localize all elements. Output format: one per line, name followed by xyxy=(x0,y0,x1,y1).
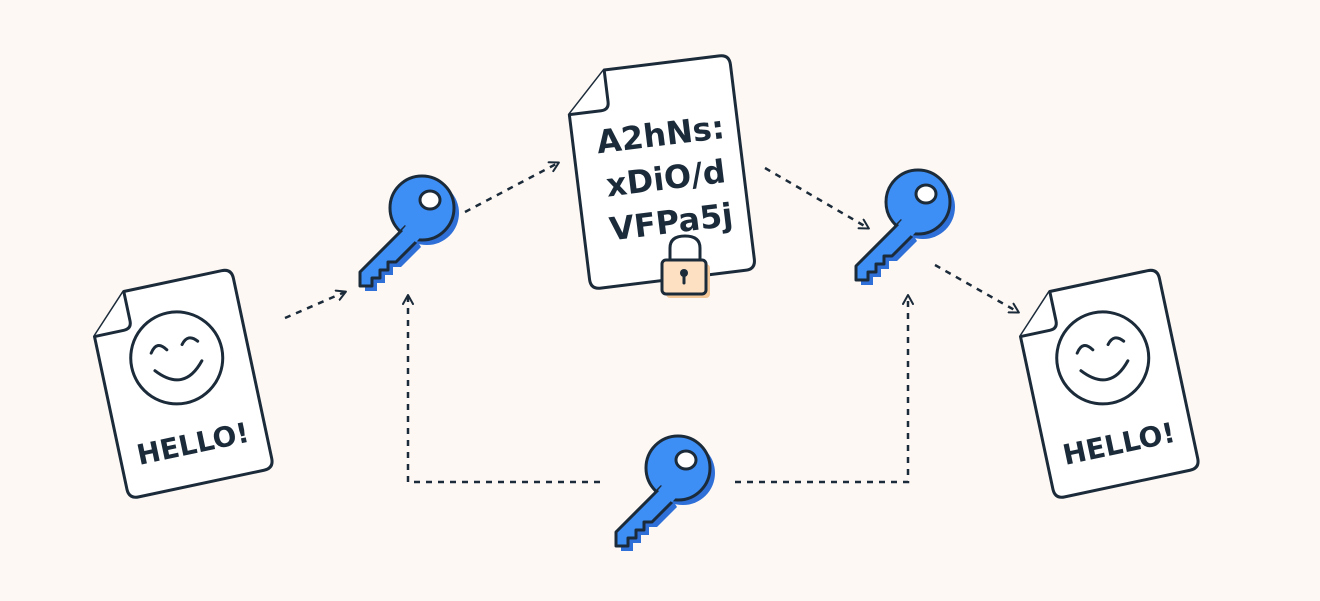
arrow-shared-key-to-decrypt-key xyxy=(735,294,914,484)
shared-key-icon xyxy=(616,436,715,551)
lock-icon xyxy=(660,234,710,298)
arrow-decrypt-key-to-plain xyxy=(934,263,1020,314)
arrow-shared-key-to-encrypt-key xyxy=(402,294,600,484)
encrypted-document: A2hNs: xDiO/d VFPa5j xyxy=(567,54,756,290)
plain-document-right: HELLO! xyxy=(1011,267,1202,501)
encryption-key-icon xyxy=(360,176,459,291)
connector-arrows xyxy=(284,161,1020,484)
arrow-encrypt-key-to-ciphertext xyxy=(464,161,560,214)
arrow-ciphertext-to-decrypt-key xyxy=(764,166,870,230)
plain-document-left: HELLO! xyxy=(85,267,276,501)
arrow-plain-to-encrypt-key xyxy=(284,289,347,320)
document-icon xyxy=(567,54,756,290)
